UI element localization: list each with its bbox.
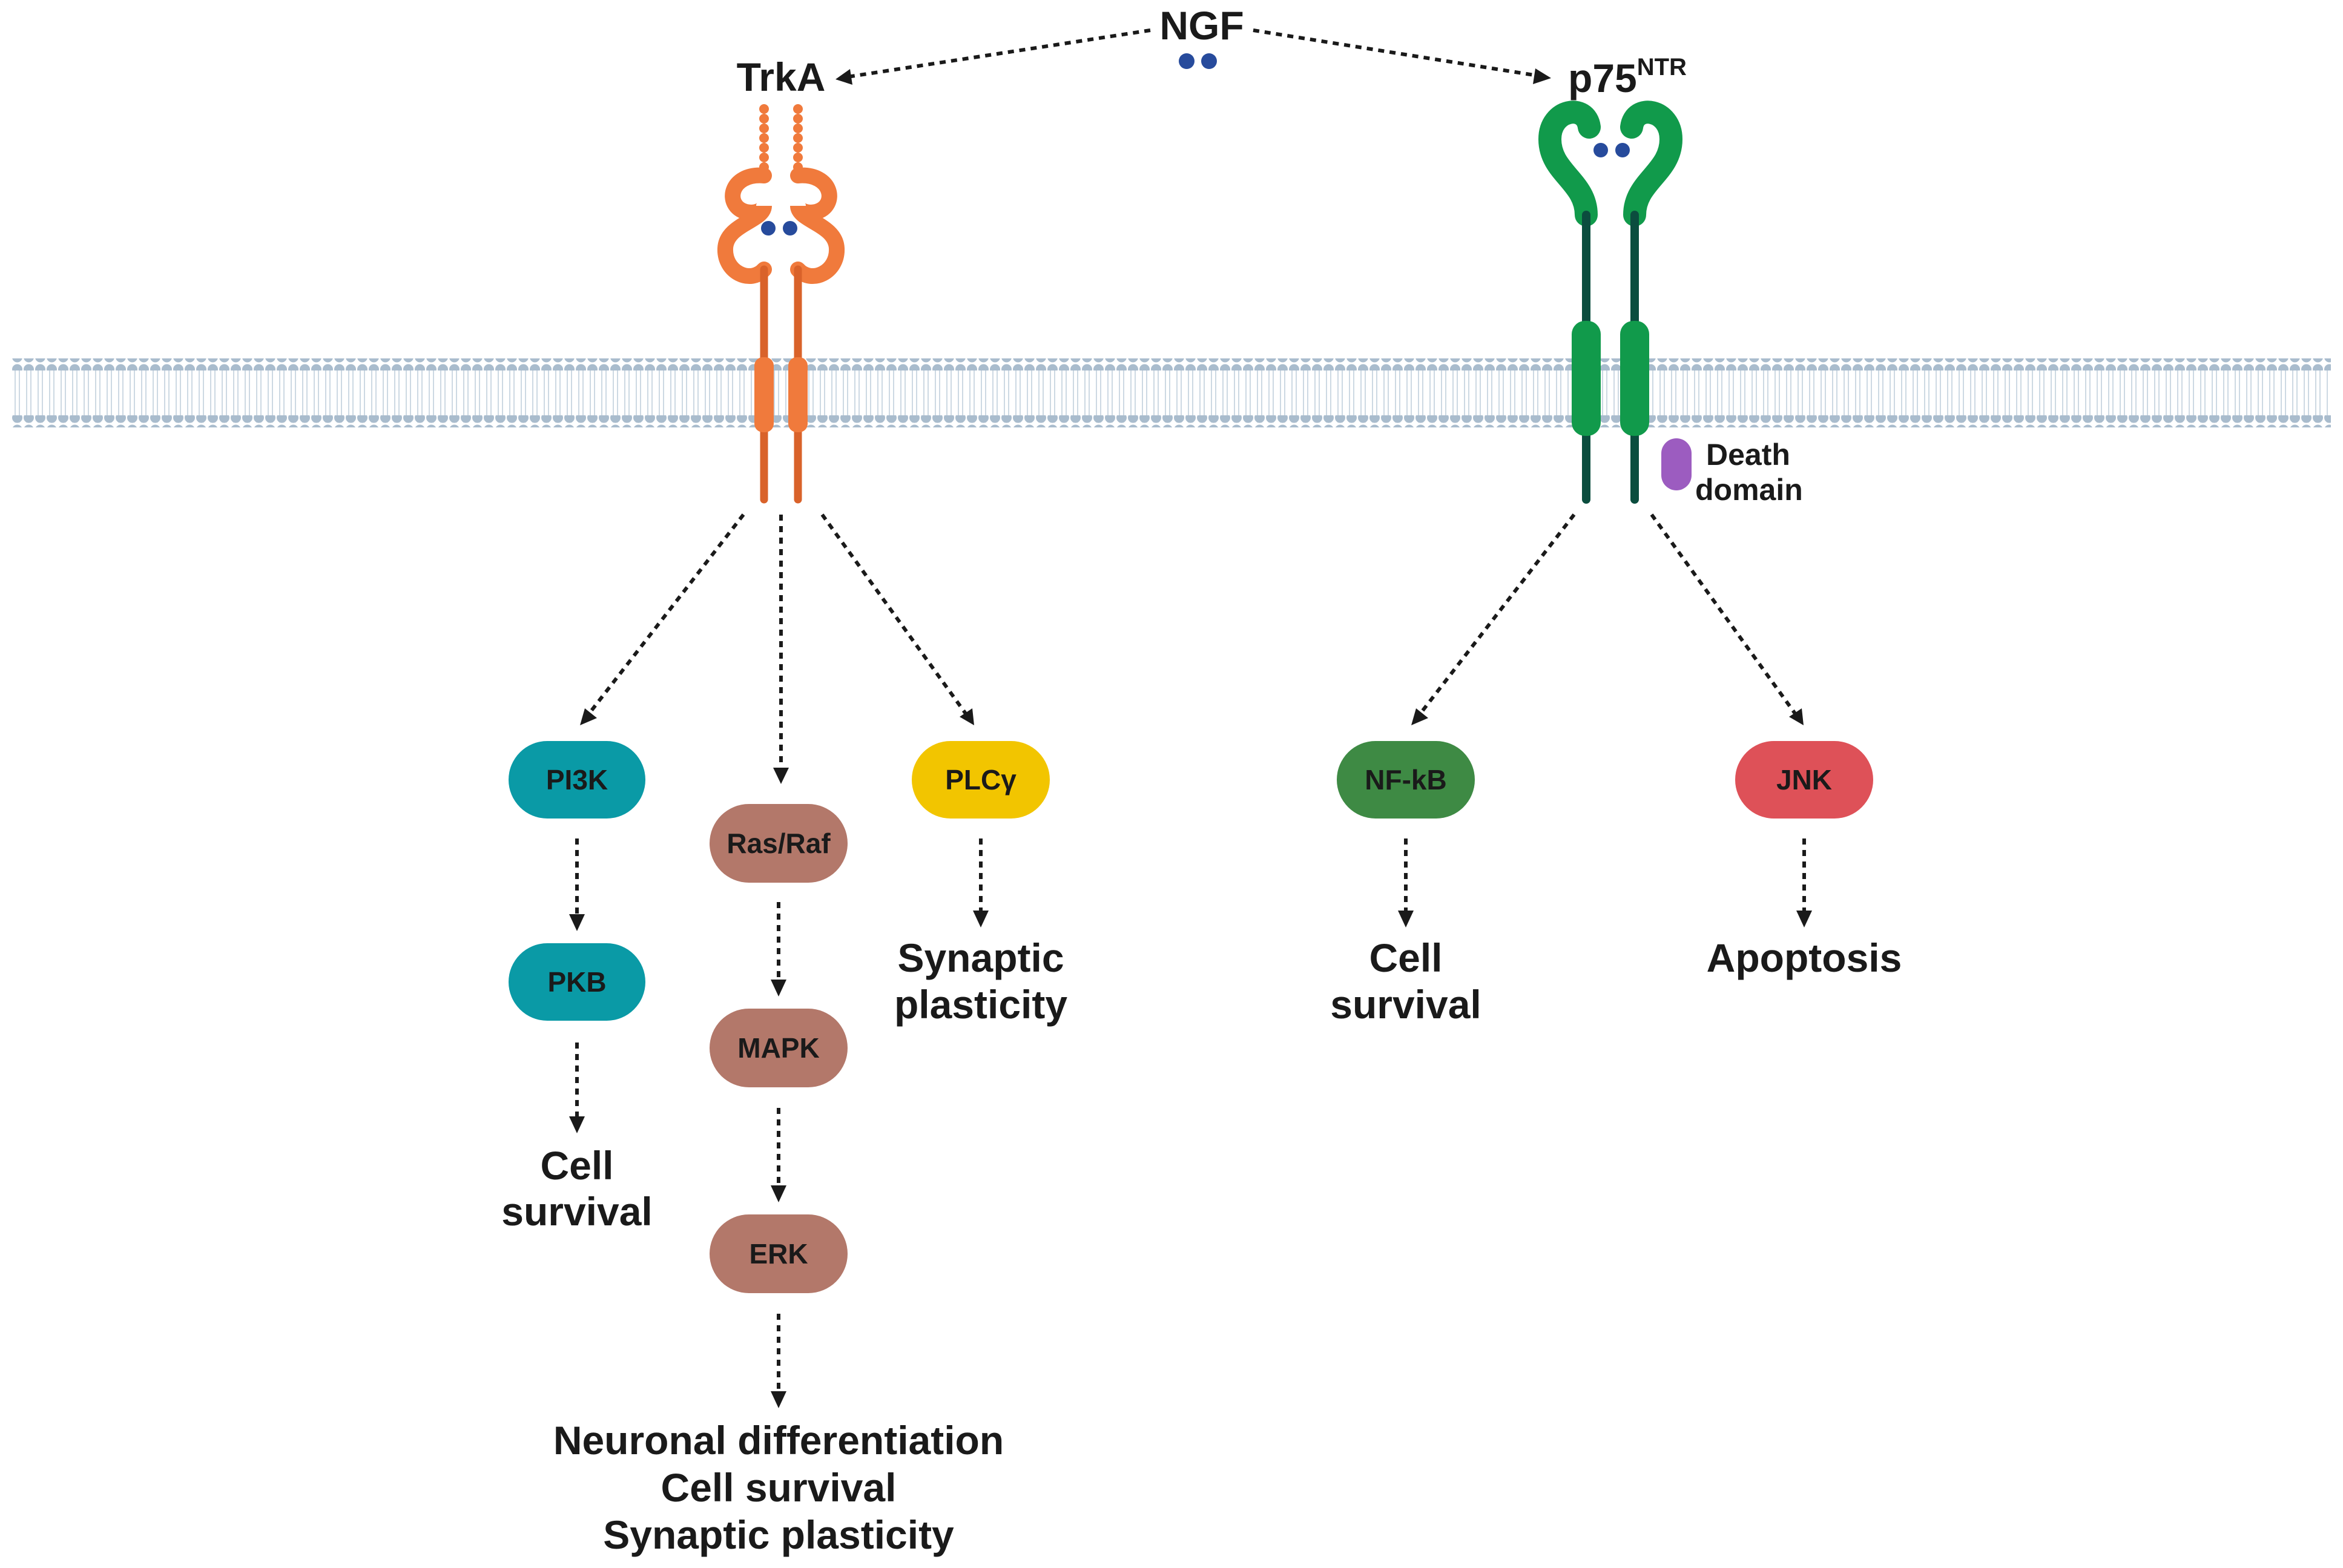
erk-to-outcomes-arrow <box>771 1314 786 1408</box>
plcg-outcome-line2: plasticity <box>894 982 1067 1027</box>
p75-bound-ngf-icon <box>1593 143 1630 157</box>
pi3k-node: PI3K <box>509 741 645 819</box>
ngf-to-p75-arrow <box>1253 28 1551 84</box>
nfkb-label: NF-kB <box>1365 764 1446 796</box>
pi3k-outcome-line1: Cell <box>540 1143 613 1188</box>
p75-hook-left <box>1538 100 1601 226</box>
pkb-label: PKB <box>547 966 606 998</box>
plcg-to-plasticity-arrow <box>973 838 989 927</box>
ngf-dimer-icon <box>1179 53 1217 69</box>
pkb-to-survival-arrow <box>569 1043 585 1133</box>
erk-node: ERK <box>710 1214 848 1293</box>
pi3k-to-pkb-arrow <box>569 838 585 931</box>
rasraf-to-mapk-arrow <box>771 902 786 996</box>
death-domain: Death domain <box>1661 438 1803 507</box>
plcg-node: PLCγ <box>912 741 1050 819</box>
trka-receptor <box>717 104 845 504</box>
plcg-label: PLCγ <box>945 764 1017 796</box>
trka-bead-chain-right <box>793 104 803 172</box>
p75-hook-right <box>1620 100 1683 226</box>
erk-outcome-line2: Cell survival <box>661 1465 897 1510</box>
death-domain-label-line1: Death <box>1706 438 1790 472</box>
cell-membrane <box>12 358 2331 427</box>
death-domain-icon <box>1661 438 1692 490</box>
trka-to-pi3k-arrow <box>580 513 745 725</box>
trka-ig-domain-right <box>790 167 845 284</box>
ngf-label: NGF <box>1159 3 1244 48</box>
nfkb-outcome-line2: survival <box>1330 982 1481 1027</box>
erk-outcome: Neuronal differentiation Cell survival S… <box>553 1418 1004 1557</box>
jnk-label: JNK <box>1776 764 1832 796</box>
jnk-outcome: Apoptosis <box>1707 935 1902 980</box>
plcg-outcome: Synaptic plasticity <box>894 935 1067 1027</box>
pkb-node: PKB <box>509 943 645 1021</box>
ngf-ligand: NGF <box>1159 3 1244 69</box>
p75-to-jnk-arrow <box>1650 513 1804 725</box>
mapk-label: MAPK <box>737 1032 819 1064</box>
jnk-node: JNK <box>1735 741 1873 819</box>
trka-label: TrkA <box>737 54 826 99</box>
mapk-node: MAPK <box>710 1009 848 1087</box>
erk-outcome-line1: Neuronal differentiation <box>553 1418 1004 1463</box>
nfkb-outcome-line1: Cell <box>1369 935 1442 980</box>
jnk-outcome-line1: Apoptosis <box>1707 935 1902 980</box>
nfkb-to-survival-arrow <box>1398 838 1414 927</box>
p75-to-nfkb-arrow <box>1411 513 1576 725</box>
pi3k-label: PI3K <box>546 764 608 796</box>
rasraf-node: Ras/Raf <box>710 804 848 883</box>
erk-outcome-line3: Synaptic plasticity <box>603 1512 954 1557</box>
pi3k-outcome: Cell survival <box>501 1143 653 1234</box>
trka-to-rasraf-arrow <box>773 515 789 784</box>
rasraf-label: Ras/Raf <box>727 828 831 859</box>
p75-receptor <box>1538 100 1683 504</box>
nfkb-outcome: Cell survival <box>1330 935 1481 1027</box>
death-domain-label-line2: domain <box>1695 473 1803 507</box>
trka-ig-domain-left <box>717 167 772 284</box>
mapk-to-erk-arrow <box>771 1108 786 1202</box>
p75-superscript: NTR <box>1637 54 1687 81</box>
trka-bead-chain-left <box>759 104 769 172</box>
erk-label: ERK <box>749 1238 808 1270</box>
ngf-to-trka-arrow <box>835 28 1151 85</box>
plcg-outcome-line1: Synaptic <box>897 935 1064 980</box>
p75-label: p75NTR <box>1568 54 1687 100</box>
nfkb-node: NF-kB <box>1337 741 1475 819</box>
jnk-to-apoptosis-arrow <box>1796 838 1812 927</box>
trka-to-plcg-arrow <box>820 513 974 725</box>
trka-bound-ngf-icon <box>761 221 797 236</box>
pi3k-outcome-line2: survival <box>501 1189 653 1234</box>
